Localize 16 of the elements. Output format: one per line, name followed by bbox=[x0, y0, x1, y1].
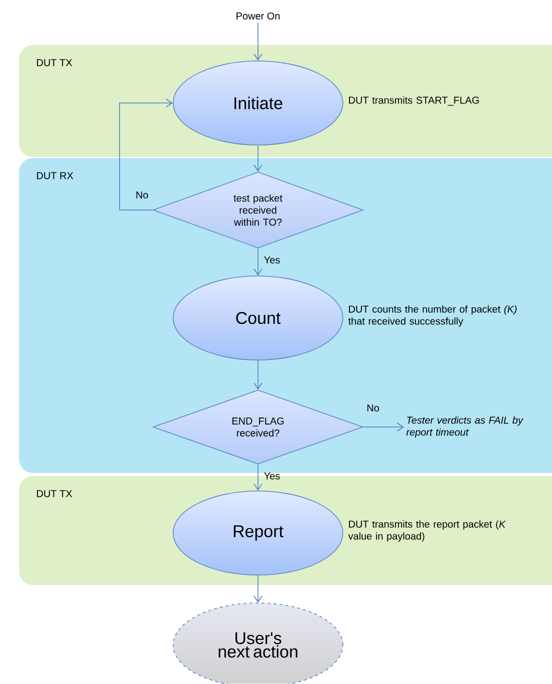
arrow bbox=[254, 248, 262, 276]
arrow bbox=[254, 145, 262, 172]
start-label: Power On bbox=[236, 12, 280, 20]
annotation-text: DUT transmits the report packet (K value in payload) bbox=[348, 520, 506, 542]
arrow bbox=[254, 575, 262, 603]
arrow bbox=[254, 464, 262, 491]
edge-label: No bbox=[367, 404, 379, 412]
edge-label: No bbox=[136, 192, 148, 198]
arrow bbox=[254, 360, 262, 390]
outcome-text: Tester verdicts as FAIL by report timeout bbox=[406, 416, 524, 438]
arrow bbox=[254, 22, 262, 61]
annotation-text: DUT counts the number of packet (K) that received successfully bbox=[348, 305, 517, 327]
edge-label: Yes bbox=[264, 256, 280, 264]
annotation-text: DUT transmits START_FLAG bbox=[349, 96, 479, 106]
arrow bbox=[363, 422, 404, 432]
arrow bbox=[119, 98, 173, 210]
